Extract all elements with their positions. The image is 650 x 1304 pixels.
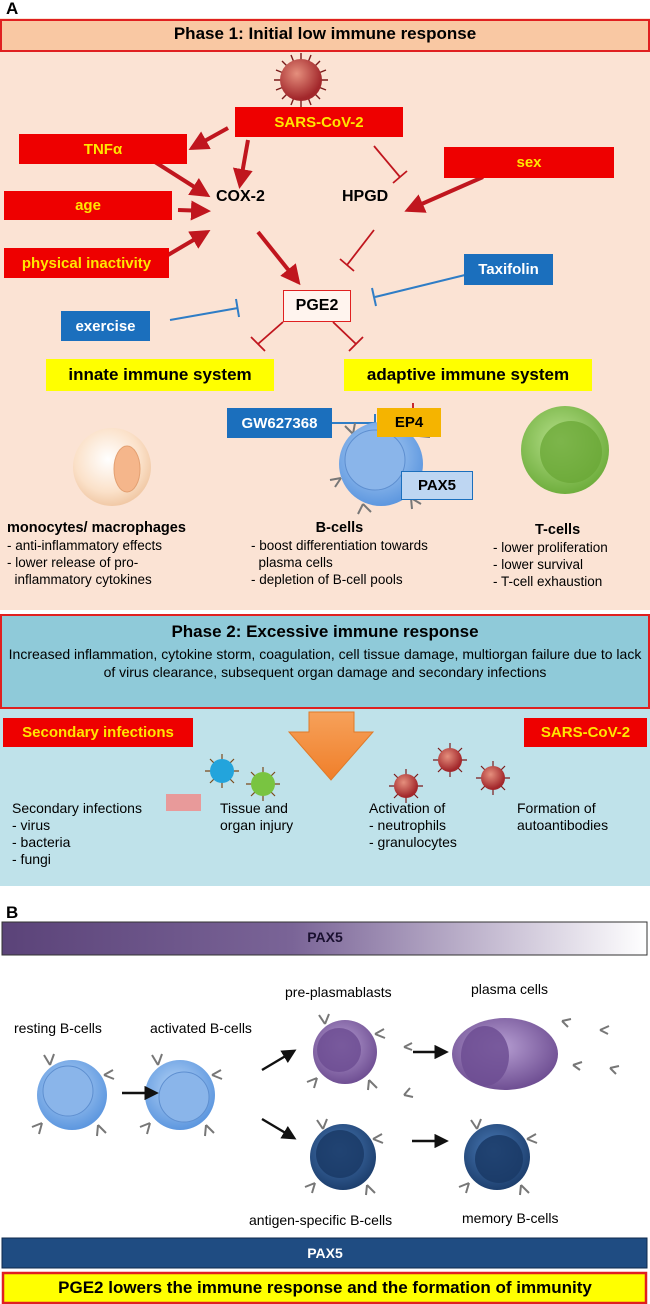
pax5-bottom-bar xyxy=(1,1237,648,1269)
tnf-factor-box: TNFα xyxy=(19,134,187,164)
sars-factor-box: SARS-CoV-2 xyxy=(235,107,403,137)
phase2-virus-1 xyxy=(389,769,423,803)
plasma-cell xyxy=(452,1018,558,1090)
phase2-header-box xyxy=(0,614,650,709)
bcells-title: B-cells xyxy=(315,520,364,536)
bcells-description: B-cells - boost differentiation towards … xyxy=(251,520,428,588)
phase2-green-pathogen xyxy=(246,767,280,801)
bcells-line-1: - boost differentiation towards xyxy=(251,538,428,553)
tcells-line-3: - T-cell exhaustion xyxy=(493,574,603,589)
innate-immune-system-box: innate immune system xyxy=(46,359,274,391)
phase2-title: Phase 2: Excessive immune response xyxy=(171,622,479,641)
pre-plasmablast-cell xyxy=(306,1013,386,1091)
panel-a-label: A xyxy=(6,0,19,18)
t-cell xyxy=(521,406,609,494)
pge2-node: PGE2 xyxy=(283,290,351,322)
plasma-cells-label: plasma cells xyxy=(471,981,549,997)
tcells-line-1: - lower proliferation xyxy=(493,540,608,555)
col1-line-2: - virus xyxy=(12,817,51,833)
inactivity-factor-box: physical inactivity xyxy=(4,248,169,278)
tcells-description: T-cells - lower proliferation - lower su… xyxy=(493,522,608,590)
phase2-down-arrow xyxy=(287,711,375,781)
conclusion-text: PGE2 lowers the immune response and the … xyxy=(58,1278,592,1297)
phase2-col4: Formation of autoantibodies xyxy=(517,800,608,834)
tcells-title: T-cells xyxy=(535,522,581,538)
pax5-bottom-label: PAX5 xyxy=(307,1245,343,1261)
phase2-col2: Tissue and organ injury xyxy=(220,800,293,834)
phase2-col1: Secondary infections - virus - bacteria … xyxy=(12,800,142,868)
antigen-specific-b-cell xyxy=(304,1118,384,1196)
monocytes-description: monocytes/ macrophages - anti-inflammato… xyxy=(7,520,186,588)
phase2-pink-fragment xyxy=(166,794,201,811)
memory-b-cell xyxy=(458,1118,538,1196)
monocytes-line-2: - lower release of pro- xyxy=(7,555,139,570)
activated-b-cell xyxy=(139,1053,223,1137)
activated-b-cells-label: activated B-cells xyxy=(150,1020,252,1036)
pax5-box: PAX5 xyxy=(401,471,473,500)
bcells-line-2: plasma cells xyxy=(251,555,333,570)
monocytes-line-1: - anti-inflammatory effects xyxy=(7,538,163,553)
pax5-top-bar xyxy=(1,921,648,956)
sex-factor-box: sex xyxy=(444,147,614,178)
col1-line-3: - bacteria xyxy=(12,834,71,850)
ep4-box: EP4 xyxy=(377,408,441,437)
phase2-sars-box: SARS-CoV-2 xyxy=(524,718,647,747)
col3-line-1: Activation of xyxy=(369,800,446,816)
differentiation-arrows xyxy=(122,1044,449,1149)
conclusion-box xyxy=(1,1271,648,1304)
bcells-line-3: - depletion of B-cell pools xyxy=(251,572,403,587)
taxifolin-box: Taxifolin xyxy=(464,254,553,285)
resting-b-cell xyxy=(31,1053,115,1137)
panel-b-label: B xyxy=(6,903,19,922)
phase1-header-box xyxy=(0,19,650,52)
monocytes-line-3: inflammatory cytokines xyxy=(7,572,152,587)
resting-b-cells-label: resting B-cells xyxy=(14,1020,102,1036)
cox2-node: COX-2 xyxy=(216,188,265,205)
pax5-top-label: PAX5 xyxy=(307,929,343,945)
secondary-infections-box: Secondary infections xyxy=(3,718,193,747)
memory-b-cells-label: memory B-cells xyxy=(462,1210,559,1226)
gw627368-box: GW627368 xyxy=(227,408,332,438)
phase2-blue-pathogen xyxy=(205,754,239,788)
phase2-text: Increased inflammation, cytokine storm, … xyxy=(8,646,642,680)
activation-arrows xyxy=(153,126,484,286)
tcells-line-2: - lower survival xyxy=(493,557,584,572)
pre-plasmablasts-label: pre-plasmablasts xyxy=(285,984,392,1000)
col4-line-2: autoantibodies xyxy=(517,817,609,833)
hpgd-node: HPGD xyxy=(342,188,389,205)
phase1-title: Phase 1: Initial low immune response xyxy=(173,24,477,43)
exercise-box: exercise xyxy=(61,311,150,341)
col2-line-2: organ injury xyxy=(220,817,294,833)
adaptive-immune-system-box: adaptive immune system xyxy=(344,359,592,391)
col1-line-4: - fungi xyxy=(12,851,51,867)
sars-virus-icon xyxy=(274,53,328,107)
monocyte-cell xyxy=(73,428,151,506)
col1-line-1: Secondary infections xyxy=(12,800,142,816)
antigen-specific-b-cells-label: antigen-specific B-cells xyxy=(249,1212,393,1228)
col3-line-2: - neutrophils xyxy=(369,817,447,833)
phase2-virus-2 xyxy=(433,743,467,777)
phase2-virus-3 xyxy=(476,761,510,795)
col2-line-1: Tissue and xyxy=(220,800,288,816)
age-factor-box: age xyxy=(4,191,172,220)
col4-line-1: Formation of xyxy=(517,800,596,816)
col3-line-3: - granulocytes xyxy=(369,834,457,850)
monocytes-title: monocytes/ macrophages xyxy=(7,520,186,536)
phase2-col3: Activation of - neutrophils - granulocyt… xyxy=(369,800,457,851)
free-antibodies-icon xyxy=(403,1018,620,1098)
